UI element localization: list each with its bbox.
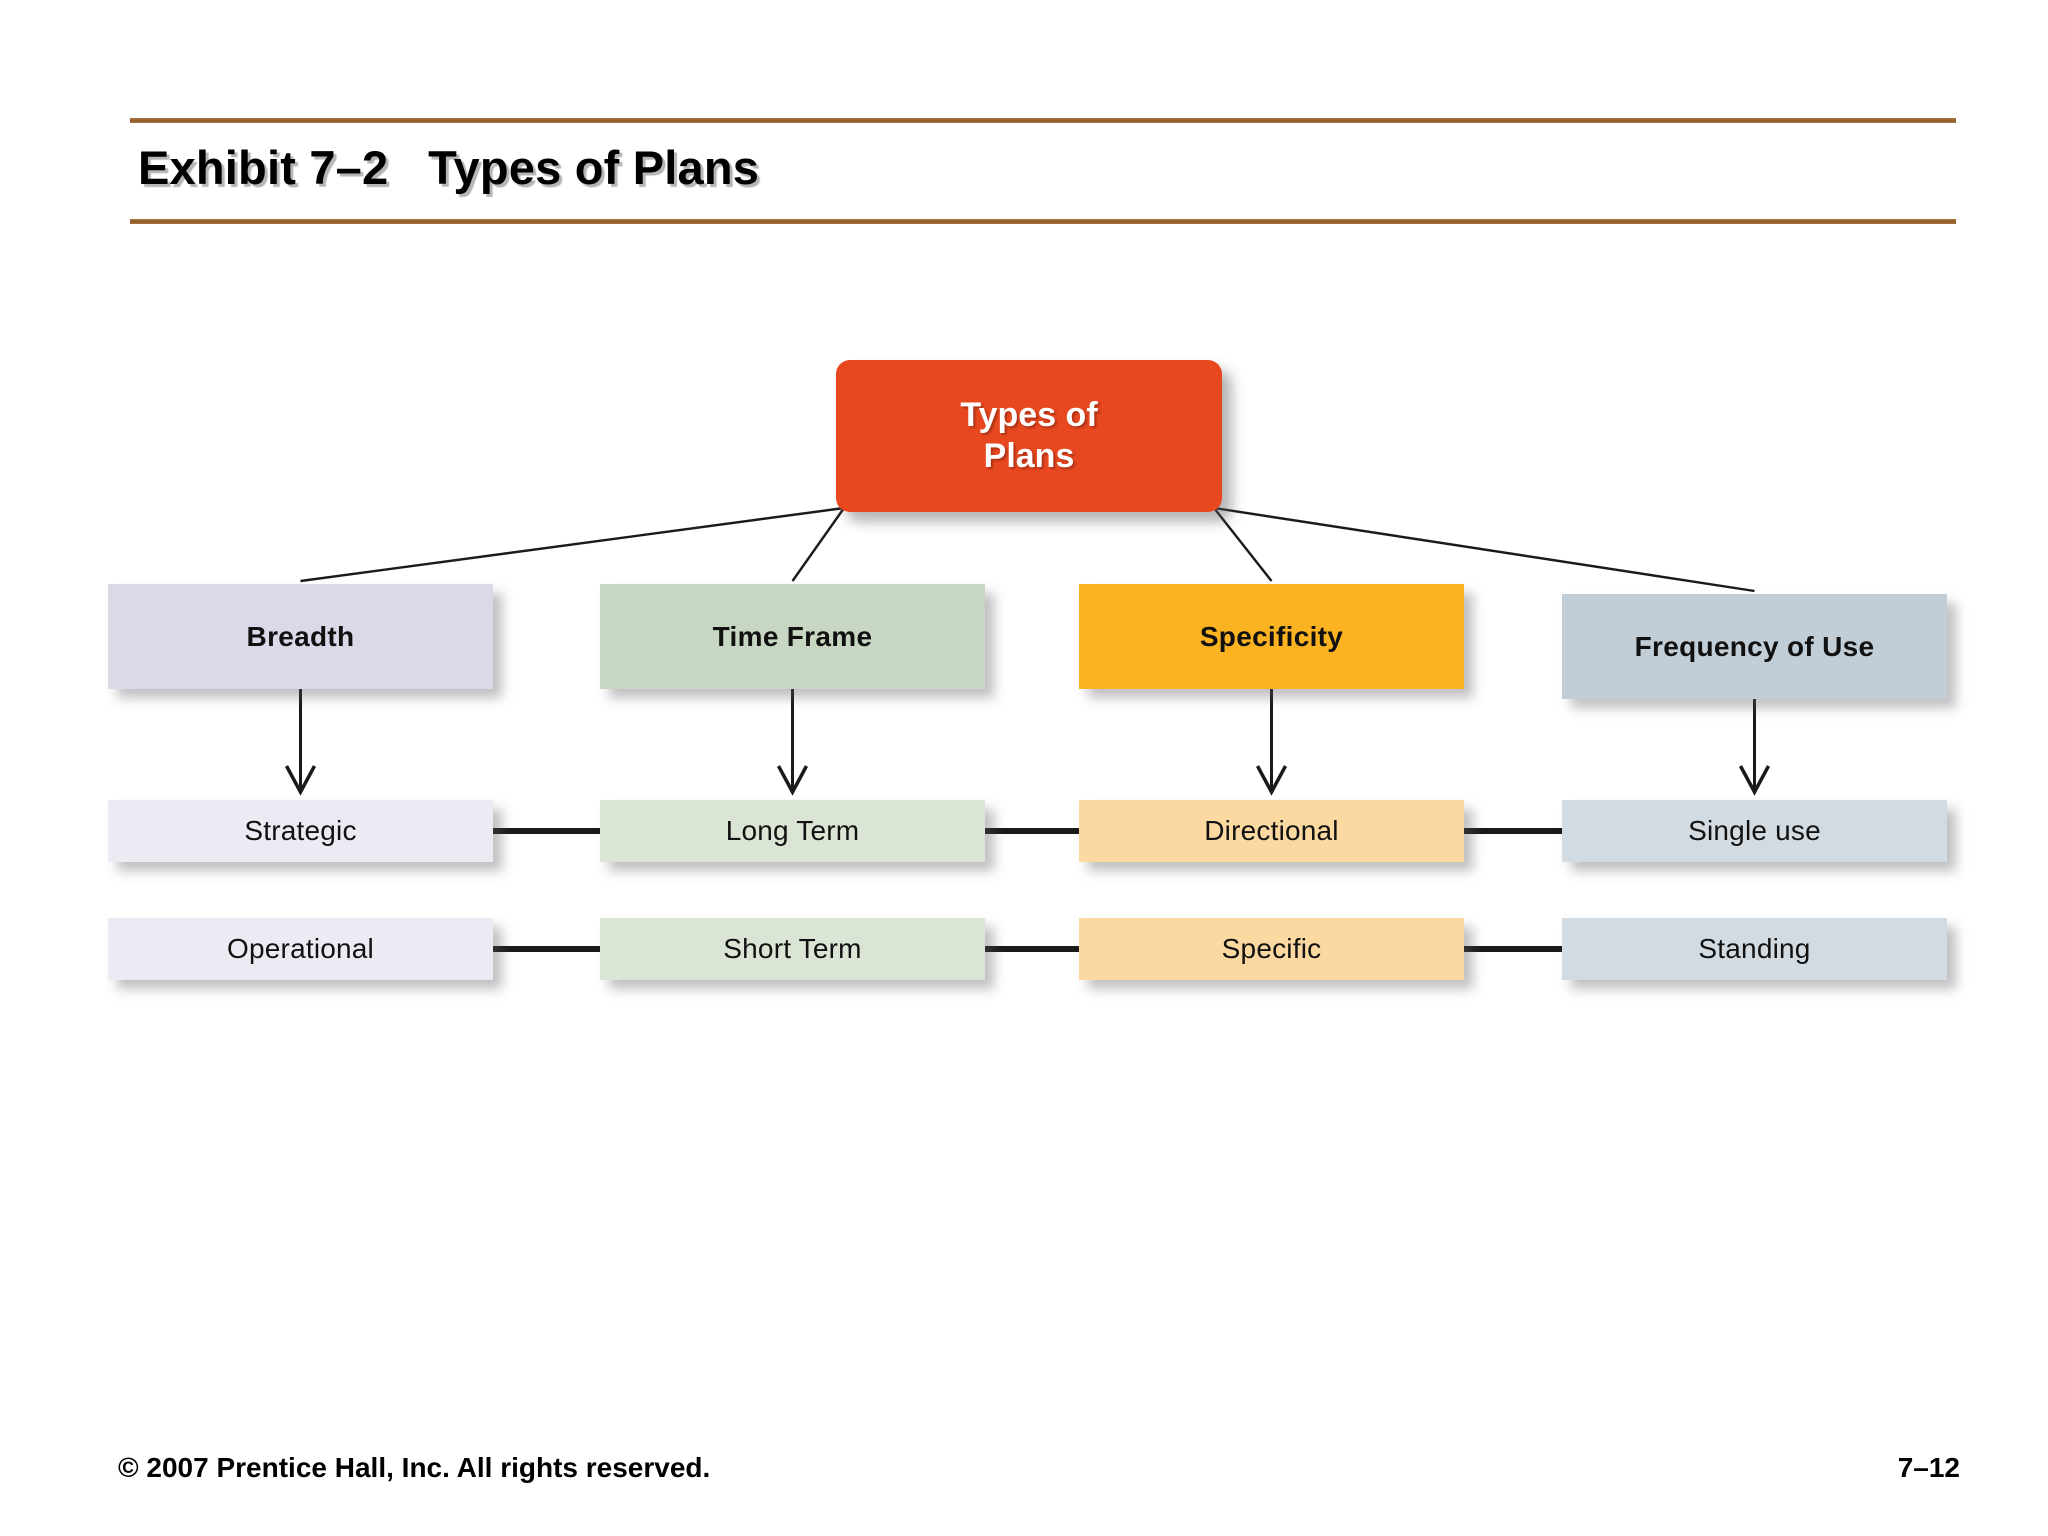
header-rule-top <box>130 118 1956 123</box>
category-header-specificity: Specificity <box>1079 584 1464 689</box>
plan-type-label: Directional <box>1204 815 1339 846</box>
plan-type-label: Short Term <box>723 933 862 964</box>
plan-type-long-term: Long Term <box>600 800 985 862</box>
plan-type-label: Long Term <box>725 815 860 846</box>
plan-type-short-term: Short Term <box>600 918 985 980</box>
category-header-time-frame: Time Frame <box>600 584 985 689</box>
category-header-frequency-of-use: Frequency of Use <box>1562 594 1947 699</box>
footer-copyright: © 2007 Prentice Hall, Inc. All rights re… <box>118 1452 711 1483</box>
plan-type-label: Single use <box>1688 815 1821 846</box>
header-rule-bottom <box>130 219 1956 224</box>
plan-type-standing: Standing <box>1562 918 1947 980</box>
footer-page-number: 7–12 <box>1897 1452 1960 1483</box>
plan-type-label: Operational <box>227 933 374 964</box>
plan-type-label: Specific <box>1221 933 1322 964</box>
plan-type-label: Strategic <box>244 815 357 846</box>
plan-type-single-use: Single use <box>1562 800 1947 862</box>
plan-type-strategic: Strategic <box>108 800 493 862</box>
page-title: Exhibit 7–2 Types of Plans <box>138 141 760 194</box>
category-header-label: Breadth <box>246 620 355 652</box>
category-header-breadth: Breadth <box>108 584 493 689</box>
category-header-label: Frequency of Use <box>1634 630 1875 662</box>
plan-type-operational: Operational <box>108 918 493 980</box>
category-header-label: Time Frame <box>712 620 873 652</box>
category-header-label: Specificity <box>1199 620 1344 652</box>
plan-type-specific: Specific <box>1079 918 1464 980</box>
plan-type-directional: Directional <box>1079 800 1464 862</box>
plan-type-label: Standing <box>1698 933 1811 964</box>
